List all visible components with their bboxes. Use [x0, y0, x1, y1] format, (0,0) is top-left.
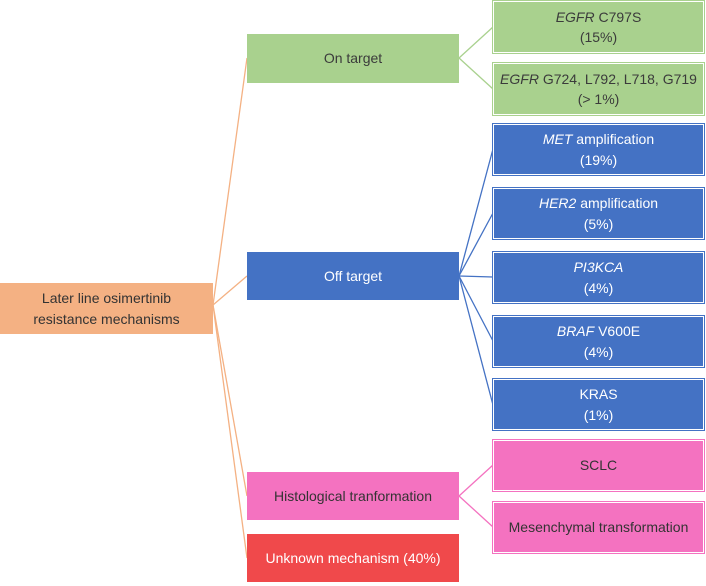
root-line-1: Later line osimertinib — [41, 290, 172, 307]
egfr-other-rest: G724, L792, L718, G719 — [538, 70, 697, 87]
egfr-c797s-rest: C797S — [594, 8, 642, 25]
off-target-connectors — [458, 148, 494, 406]
histological-label: Histological tranformation — [274, 487, 432, 504]
histological-node: Histological tranformation — [247, 472, 459, 520]
leaf-egfr-other: EGFR G724, L792, L718, G719 (> 1%) — [492, 62, 705, 116]
sclc-name: SCLC — [579, 457, 618, 474]
leaf-sclc: SCLC — [492, 439, 705, 492]
kras-name: KRAS — [579, 386, 618, 403]
mesenchymal-name: Mesenchymal transformation — [508, 519, 689, 536]
on-target-connectors — [458, 26, 494, 90]
braf-pct: (4%) — [583, 343, 614, 360]
braf-gene: BRAF — [556, 323, 595, 340]
leaf-met: MET amplification (19%) — [492, 123, 705, 176]
her2-pct: (5%) — [583, 215, 614, 232]
egfr-other-gene: EGFR — [500, 70, 539, 87]
met-pct: (19%) — [579, 151, 618, 168]
leaf-egfr-c797s: EGFR C797S (15%) — [492, 0, 705, 54]
off-target-node: Off target — [247, 252, 459, 300]
leaf-mesenchymal: Mesenchymal transformation — [492, 501, 705, 554]
histological-connectors — [458, 464, 494, 528]
root-line-2: resistance mechanisms — [33, 310, 180, 327]
leaf-her2: HER2 amplification (5%) — [492, 187, 705, 240]
pi3kca-pct: (4%) — [583, 279, 614, 296]
root-connectors — [212, 57, 248, 559]
leaf-pi3kca: PI3KCA (4%) — [492, 251, 705, 304]
met-gene: MET — [542, 131, 573, 148]
met-rest: amplification — [572, 131, 655, 148]
braf-rest: V600E — [594, 323, 641, 340]
unknown-mechanism-node: Unknown mechanism (40%) — [247, 534, 459, 582]
egfr-c797s-gene: EGFR — [555, 8, 595, 25]
off-target-label: Off target — [323, 267, 383, 284]
kras-pct: (1%) — [583, 406, 614, 423]
pi3kca-gene: PI3KCA — [573, 259, 624, 276]
her2-gene: HER2 — [538, 195, 577, 212]
egfr-c797s-pct: (15%) — [579, 29, 618, 45]
root-node: Later line osimertinib resistance mechan… — [0, 283, 213, 334]
on-target-node: On target — [247, 34, 459, 83]
her2-rest: amplification — [576, 195, 659, 212]
leaf-kras: KRAS (1%) — [492, 378, 705, 431]
on-target-label: On target — [323, 50, 383, 67]
leaf-braf: BRAF V600E (4%) — [492, 315, 705, 368]
egfr-other-pct: (> 1%) — [577, 91, 620, 107]
unknown-mechanism-label: Unknown mechanism (40%) — [265, 549, 441, 566]
